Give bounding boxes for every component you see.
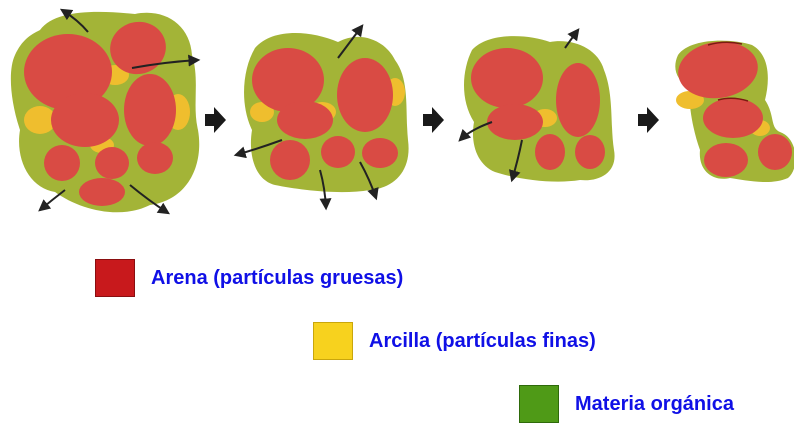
aggregate-stage-1 — [11, 10, 199, 213]
legend-label-clay: Arcilla (partículas finas) — [369, 330, 596, 353]
legend-swatch-organic — [519, 385, 559, 423]
legend-item-sand: Arena (partículas gruesas) — [95, 259, 403, 297]
legend-swatch-clay — [313, 322, 353, 360]
transition-arrow-2 — [423, 107, 444, 133]
transition-arrow-3 — [638, 107, 659, 133]
aggregate-degradation-diagram — [0, 0, 794, 230]
aggregate-stage-3 — [460, 30, 615, 182]
legend-item-organic: Materia orgánica — [519, 385, 734, 423]
legend-label-organic: Materia orgánica — [575, 393, 734, 416]
legend-item-clay: Arcilla (partículas finas) — [313, 322, 596, 360]
transition-arrow-1 — [205, 107, 226, 133]
aggregate-stage-2 — [236, 26, 409, 208]
legend-label-sand: Arena (partículas gruesas) — [151, 267, 403, 290]
aggregate-stage-4 — [674, 37, 794, 182]
legend-swatch-sand — [95, 259, 135, 297]
